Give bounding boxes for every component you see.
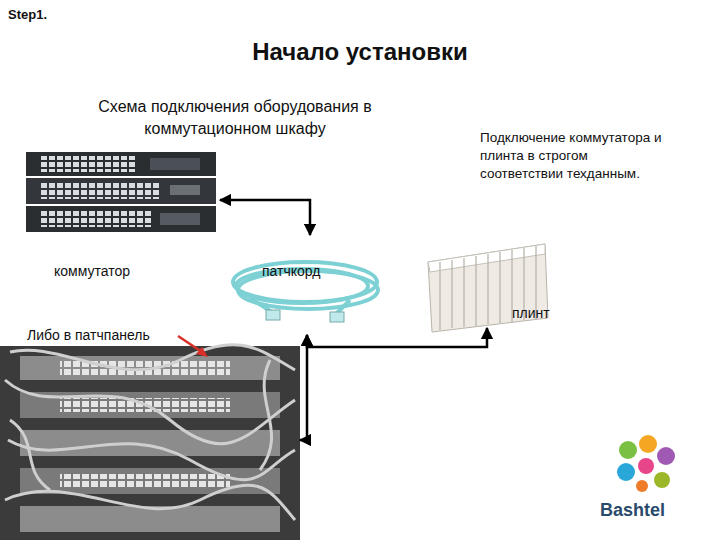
connector-arrow: [220, 200, 310, 235]
plinth-node: плинт: [420, 238, 570, 328]
switch-picture: [26, 152, 216, 232]
rack-photo: [0, 345, 300, 540]
title: Начало установки: [160, 38, 560, 66]
node-caption: Либо в патчпанель: [27, 327, 150, 343]
node-caption: плинт: [512, 305, 550, 321]
patchcord-node: патчкорд: [225, 235, 385, 335]
callout-arrow: [178, 336, 202, 352]
callout-arrowhead: [196, 347, 208, 357]
plug: [330, 312, 344, 322]
patchpanel-node: Либо в патчпанель: [0, 325, 300, 540]
connector-arrow: [307, 328, 487, 347]
note: Подключение коммутатора и плинта в строг…: [480, 129, 670, 184]
connector-arrow: [300, 335, 307, 440]
switch-node: коммутатор: [22, 148, 220, 288]
step-label: Step1.: [8, 6, 88, 24]
node-caption: патчкорд: [262, 263, 320, 279]
plug: [266, 310, 280, 320]
patchcord-picture: [233, 262, 378, 314]
subtitle: Схема подключения оборудования в коммута…: [70, 96, 400, 139]
logo-text: Bashtel: [600, 498, 700, 522]
node-caption: коммутатор: [54, 263, 130, 279]
logo-icon: [617, 435, 675, 492]
